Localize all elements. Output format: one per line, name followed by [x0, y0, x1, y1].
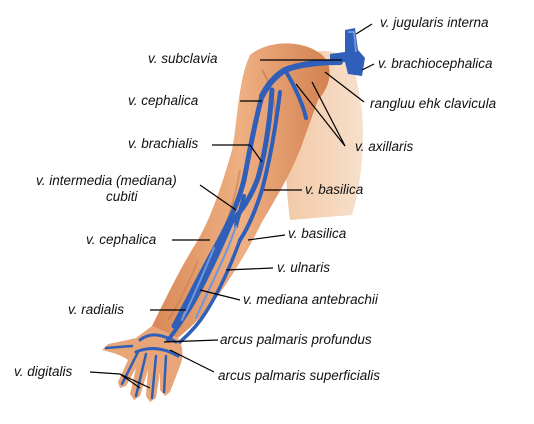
label-basilica-upper: v. basilica — [305, 182, 364, 197]
label-axillaris: v. axillaris — [355, 139, 414, 154]
label-ulnaris: v. ulnaris — [277, 260, 330, 275]
label-mediana-antebrachii: v. mediana antebrachii — [243, 292, 379, 307]
jugular-vein-shape — [330, 28, 365, 76]
label-arcus-superficialis: arcus palmaris superficialis — [218, 368, 380, 383]
label-cephalica-upper: v. cephalica — [128, 93, 199, 108]
leader-lines — [89, 23, 375, 389]
label-cephalica-lower: v. cephalica — [86, 232, 157, 247]
label-digitalis: v. digitalis — [14, 364, 73, 379]
label-subclavia: v. subclavia — [148, 51, 218, 66]
label-brachialis: v. brachialis — [128, 136, 199, 151]
label-jugularis-interna: v. jugularis interna — [380, 15, 489, 30]
label-basilica-lower: v. basilica — [288, 226, 347, 241]
label-intermedia-line2: cubiti — [106, 189, 139, 204]
label-clavicula: rangluu ehk clavicula — [370, 96, 497, 111]
label-arcus-profundus: arcus palmaris profundus — [220, 332, 372, 347]
vein-network — [104, 59, 343, 400]
labels: v. jugularis interna v. subclavia v. bra… — [14, 15, 497, 383]
label-intermedia-line1: v. intermedia (mediana) — [36, 173, 177, 188]
label-radialis: v. radialis — [68, 302, 124, 317]
label-brachiocephalica: v. brachiocephalica — [378, 56, 493, 71]
